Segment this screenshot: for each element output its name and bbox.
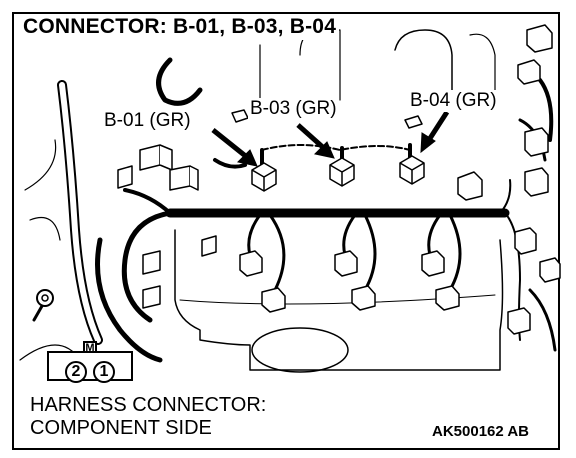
injector-lead <box>342 213 357 257</box>
connector-block <box>201 235 217 257</box>
connector-block <box>507 307 531 335</box>
connector-block <box>231 109 249 123</box>
connector-block <box>524 127 549 157</box>
connector-block <box>539 257 561 283</box>
connector-block <box>514 227 537 255</box>
connector-block <box>261 287 286 313</box>
arrow-b01 <box>236 149 258 167</box>
harness-connector-mark: M <box>85 342 95 354</box>
connector-block <box>351 285 376 311</box>
connector-block <box>404 115 423 129</box>
pin-1-label: 1 <box>99 363 109 380</box>
connector-block <box>526 24 553 53</box>
intake-runner <box>299 29 341 101</box>
pointer-arrows <box>211 110 450 167</box>
connector-label-b01: B-01 (GR) <box>102 110 193 132</box>
connector-b01-body <box>251 162 277 192</box>
right-wiring <box>528 288 557 352</box>
connector-block <box>239 250 263 277</box>
injector-lead <box>448 213 462 292</box>
connector-label-b04: B-04 (GR) <box>408 90 499 112</box>
arrow-b01 <box>211 128 250 160</box>
injector-lead <box>427 213 442 257</box>
caption-line-2: COMPONENT SIDE <box>30 417 212 439</box>
connector-block <box>517 59 541 85</box>
connector-block <box>334 250 358 277</box>
connector-block <box>142 250 161 275</box>
caption-line-1: HARNESS CONNECTOR: <box>30 394 267 416</box>
pin-2-circle <box>65 361 87 383</box>
arrow-b03 <box>313 141 335 159</box>
pin-1-circle <box>93 361 115 383</box>
arrow-b03 <box>296 123 328 152</box>
left-side-lines <box>24 139 61 241</box>
dashed-lead <box>261 144 411 151</box>
engine-round-port <box>251 327 349 373</box>
injector-lead <box>363 213 377 292</box>
engine-block-outline <box>174 229 504 371</box>
connector-block <box>142 285 161 309</box>
connector-block <box>421 250 445 277</box>
caption: HARNESS CONNECTOR: COMPONENT SIDE <box>30 394 266 440</box>
harness-branch <box>123 188 172 215</box>
diagram-frame <box>12 12 560 450</box>
left-hose <box>59 82 101 343</box>
harness-branch <box>121 210 173 323</box>
connector-label-b03: B-03 (GR) <box>248 98 339 120</box>
page-title: CONNECTOR: B-01, B-03, B-04 <box>20 14 340 40</box>
injector-lead <box>268 213 286 292</box>
connector-b03-body <box>329 157 355 187</box>
intake-runner <box>394 29 453 101</box>
pin-2-label: 2 <box>71 363 81 380</box>
harness-connector-symbol <box>47 341 133 383</box>
right-wiring <box>538 78 554 142</box>
ground-terminal <box>36 289 54 307</box>
injector-lead <box>247 213 262 257</box>
connector-b04-body <box>399 155 425 185</box>
harness-right <box>499 179 512 214</box>
arrow-b04 <box>420 132 436 154</box>
connector-block <box>457 171 483 201</box>
harness-branch <box>95 237 163 363</box>
connector-block <box>117 165 133 189</box>
connector-block <box>169 165 199 191</box>
connector-block <box>139 144 173 171</box>
upper-loop <box>156 57 203 106</box>
connector-block <box>524 167 549 197</box>
upper-loop <box>213 158 247 169</box>
figure-id: AK500162 AB <box>432 423 529 440</box>
connector-block <box>435 285 460 311</box>
intake-runner <box>469 33 496 96</box>
